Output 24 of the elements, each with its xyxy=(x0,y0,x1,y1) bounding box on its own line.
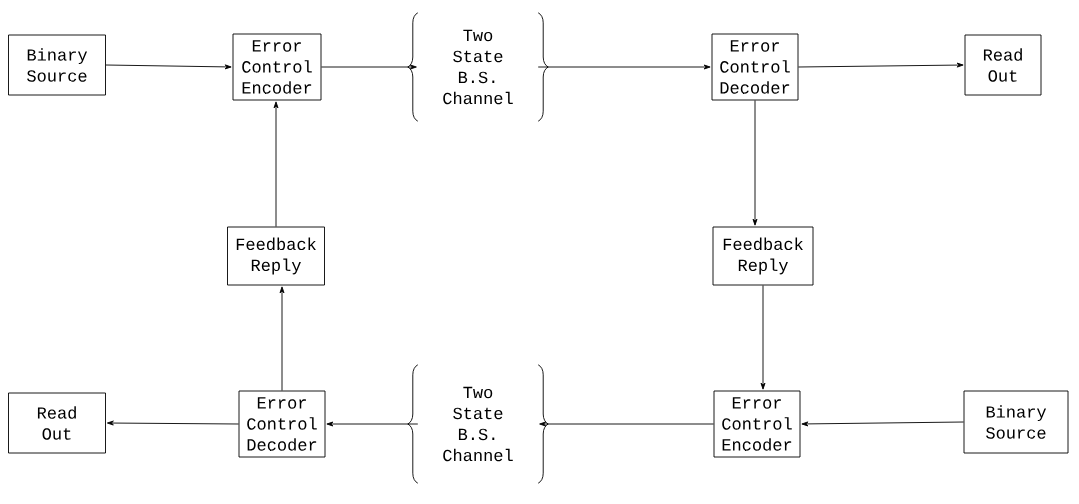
process-box: Binary Source xyxy=(8,34,106,96)
process-box: Read Out xyxy=(964,34,1042,96)
arrow xyxy=(539,421,714,427)
arrow xyxy=(273,101,279,227)
arrow xyxy=(105,64,232,70)
arrow xyxy=(537,64,711,70)
arrow xyxy=(279,286,285,391)
process-box: Feedback Reply xyxy=(227,226,325,286)
arrow xyxy=(798,62,964,68)
process-box: Error Control Decoder xyxy=(238,390,326,458)
process-box: Error Control Encoder xyxy=(713,390,801,458)
process-box: Feedback Reply xyxy=(712,226,814,286)
arrow xyxy=(321,64,417,70)
arrow xyxy=(801,421,964,427)
process-box: Read Out xyxy=(8,392,106,454)
process-box: Error Control Encoder xyxy=(232,33,322,101)
arrow xyxy=(326,421,419,427)
arrow xyxy=(106,420,239,426)
arrow xyxy=(752,100,758,226)
channel-brace: Two State B.S. Channel xyxy=(407,12,549,122)
process-box: Binary Source xyxy=(963,390,1069,454)
channel-brace: Two State B.S. Channel xyxy=(407,364,549,484)
process-box: Error Control Decoder xyxy=(711,33,799,101)
arrow xyxy=(760,285,766,390)
